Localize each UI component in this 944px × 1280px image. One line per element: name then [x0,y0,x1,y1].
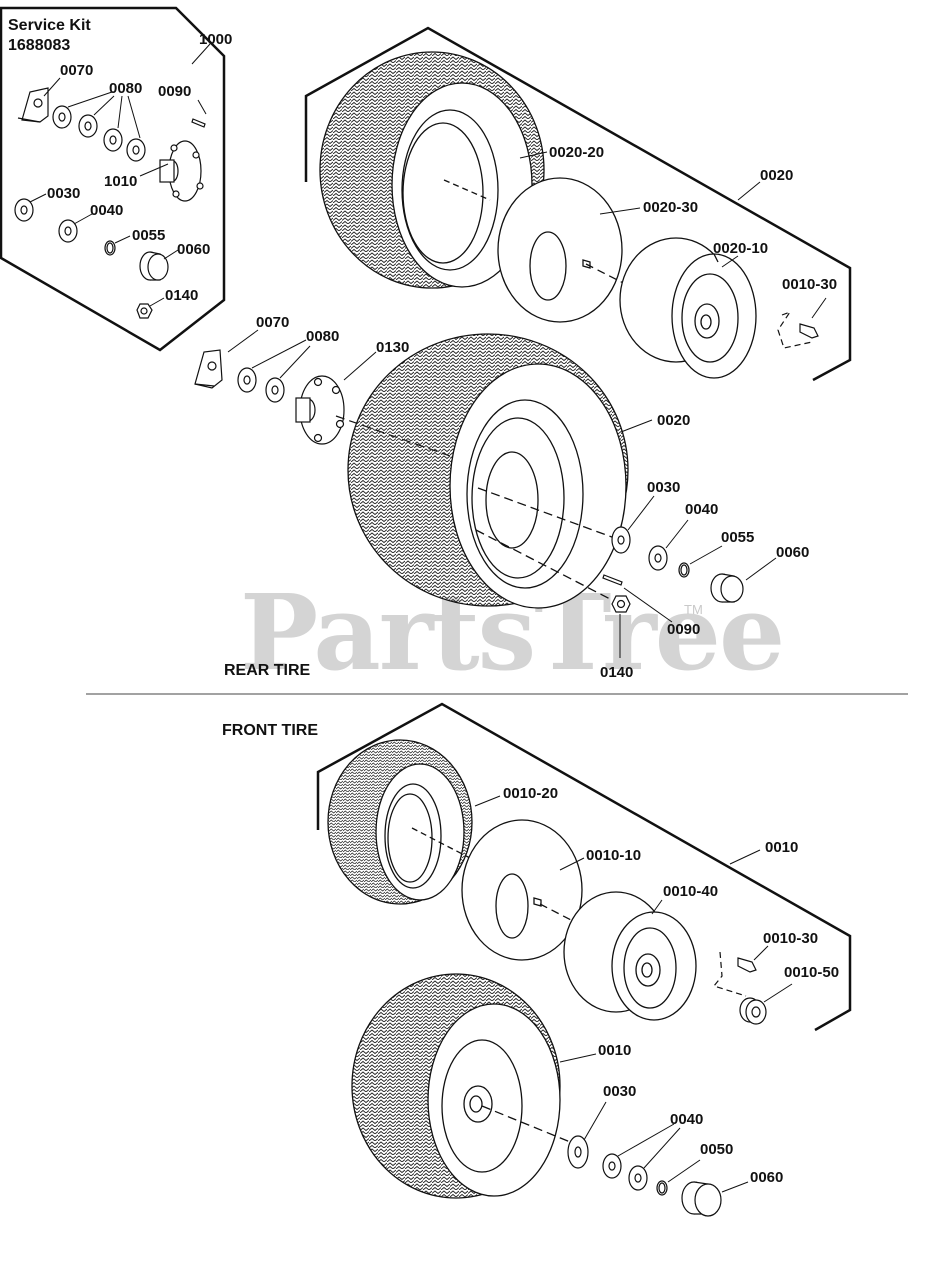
rear-tire-heading: REAR TIRE [224,662,311,679]
callout-rear-0070: 0070 [256,314,290,331]
service-kit-bracket [0,6,226,352]
callout-rear-0040: 0040 [685,501,719,518]
watermark-trademark: TM [684,602,703,617]
rear-valve-stem [777,297,827,349]
rear-retaining-ring-0055 [678,545,723,578]
callout-rear-0020-10: 0020-10 [713,240,769,257]
callout-front-0040: 0040 [670,1111,704,1128]
rear-nut-0140 [611,595,631,658]
rear-washers-0080 [237,339,311,403]
kit-washer-0040 [58,213,93,243]
callout-front-0030: 0030 [603,1083,637,1100]
rear-upper-rim [619,237,757,379]
callout-kit-0080: 0080 [109,80,143,97]
rear-key-0090 [602,574,673,623]
callout-front-0010-20: 0010-20 [503,785,559,802]
rear-cap-0060 [710,557,777,603]
kit-retaining-ring [104,235,131,256]
rear-upper-tire [319,51,548,289]
callout-rear-0060: 0060 [776,544,810,561]
callout-rear-0130: 0130 [376,339,410,356]
kit-washers [52,91,146,162]
rear-washer-0030 [611,495,655,554]
leader-kit-1000 [191,43,211,65]
front-bushing-0010-50 [739,983,793,1025]
kit-cap [139,249,179,281]
rear-lower-tire [347,333,653,609]
callout-rear-0020-20: 0020-20 [549,144,605,161]
rear-washer-0040 [648,519,689,571]
service-kit-title: Service Kit [8,17,91,34]
front-valve-stem [712,945,769,997]
rear-assembly-bracket [304,26,852,382]
kit-bracket-part [17,77,61,123]
front-washers-0040 [602,1123,681,1191]
kit-nut [136,297,165,319]
callout-front-0010: 0010 [598,1042,632,1059]
callout-kit-0060: 0060 [177,241,211,258]
front-lower-tire [351,973,597,1199]
callout-rear-0055: 0055 [721,529,755,546]
front-cap-0060 [681,1181,749,1217]
kit-hub [139,140,204,202]
callout-rear-0020-top: 0020 [760,167,794,184]
callout-front-0050: 0050 [700,1141,734,1158]
callout-front-0010-10: 0010-10 [586,847,642,864]
callout-front-0010-top: 0010 [765,839,799,856]
callout-rear-0010-30: 0010-30 [782,276,838,293]
front-upper-tube [461,819,661,967]
callout-front-0010-50: 0010-50 [784,964,840,981]
callout-kit-0090: 0090 [158,83,192,100]
callout-kit-1000: 1000 [199,31,233,48]
front-tire-heading: FRONT TIRE [222,722,318,739]
callout-kit-0140: 0140 [165,287,199,304]
callout-rear-0030: 0030 [647,479,681,496]
leader-rear-0020-top [737,181,761,201]
callout-front-0010-40: 0010-40 [663,883,719,900]
callout-front-0060: 0060 [750,1169,784,1186]
front-upper-rim [563,891,697,1021]
callout-rear-0020: 0020 [657,412,691,429]
kit-washer-0030 [14,193,47,222]
leader-front-0010-top [729,849,761,865]
rear-bracket-0070 [194,329,259,389]
callout-front-0010-30: 0010-30 [763,930,819,947]
callout-kit-0040: 0040 [90,202,124,219]
front-washer-0030 [567,1101,607,1169]
callout-rear-0020-30: 0020-30 [643,199,699,216]
callout-kit-1010: 1010 [104,173,138,190]
callout-rear-0080: 0080 [306,328,340,345]
callout-rear-0090: 0090 [667,621,701,638]
front-upper-tire [327,739,501,905]
rear-hub-0130 [295,351,491,471]
callout-kit-0030: 0030 [47,185,81,202]
callout-kit-0055: 0055 [132,227,166,244]
callout-rear-0140: 0140 [600,664,634,681]
service-kit-number: 1688083 [8,37,71,54]
front-assembly-bracket [316,702,852,1032]
kit-key [191,99,207,128]
callout-kit-0070: 0070 [60,62,94,79]
front-ring-0050 [656,1159,701,1196]
